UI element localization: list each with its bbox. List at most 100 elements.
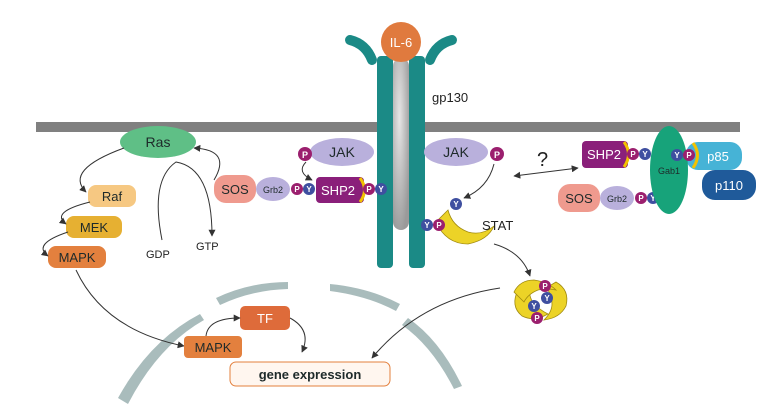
gene-expression-label: gene expression xyxy=(259,367,362,382)
gdp-label: GDP xyxy=(146,249,170,261)
tf-to-gene-expression-arrow xyxy=(289,317,308,353)
phospho-badge xyxy=(298,147,312,161)
gtp-label: GTP xyxy=(196,241,219,253)
gab1 xyxy=(650,126,688,214)
ras: Ras xyxy=(120,126,196,158)
svg-text:P: P xyxy=(494,150,500,160)
svg-text:SOS: SOS xyxy=(221,182,249,197)
shp2-left xyxy=(316,177,364,203)
svg-text:Y: Y xyxy=(674,151,680,160)
jak-right: JAK P xyxy=(424,138,504,166)
stat-monomer: Y P Y xyxy=(421,198,495,245)
svg-text:Y: Y xyxy=(650,194,656,203)
nuclear-envelope-segment xyxy=(118,314,204,404)
svg-text:Grb2: Grb2 xyxy=(607,194,627,204)
svg-text:SOS: SOS xyxy=(565,191,593,206)
svg-text:SHP2: SHP2 xyxy=(321,183,355,198)
svg-text:Y: Y xyxy=(531,302,537,311)
phospho-badge xyxy=(490,147,504,161)
mapk-nuclear-label: MAPK xyxy=(195,340,232,355)
gp130-receptor xyxy=(345,35,457,268)
svg-text:P: P xyxy=(638,194,644,203)
tf-label: TF xyxy=(257,311,273,326)
ras-label: Ras xyxy=(146,134,171,150)
svg-text:P: P xyxy=(630,150,636,159)
nuclear-envelope-segment xyxy=(330,284,400,311)
phospho-badge xyxy=(363,183,375,195)
svg-text:P: P xyxy=(366,185,372,194)
mek-label: MEK xyxy=(80,220,109,235)
svg-text:Y: Y xyxy=(378,185,384,194)
phospho-badge xyxy=(531,312,543,324)
sos-right xyxy=(558,184,600,212)
mapk-to-tf-arrow xyxy=(205,314,241,337)
jak-to-stat-arrow xyxy=(463,163,495,199)
svg-text:P: P xyxy=(302,150,308,160)
phospho-badge xyxy=(433,219,445,231)
tyrosine-badge xyxy=(303,183,315,195)
svg-text:Gab1: Gab1 xyxy=(658,166,680,176)
nuclear-envelope-segment xyxy=(402,318,462,389)
phospho-badge xyxy=(291,183,303,195)
svg-text:Grb2: Grb2 xyxy=(263,185,283,195)
mapk-left: MAPK xyxy=(48,246,106,268)
sos-to-ras-arrow xyxy=(193,144,221,181)
svg-text:SHP2: SHP2 xyxy=(587,147,621,162)
tyrosine-badge xyxy=(541,292,553,304)
svg-text:Y: Y xyxy=(306,185,312,194)
p110 xyxy=(702,170,756,200)
phospho-badge xyxy=(635,192,647,204)
mapk-nuclear-translocation-arrow xyxy=(75,269,185,349)
jak-left-label: JAK xyxy=(329,144,355,160)
tyrosine-badge xyxy=(421,219,433,231)
receptor-core xyxy=(393,58,409,230)
gtp-to-gdp-cycle xyxy=(157,161,216,241)
question-mark: ? xyxy=(537,149,548,171)
tyrosine-badge xyxy=(450,198,462,210)
phospho-badge xyxy=(683,149,695,161)
svg-text:p85: p85 xyxy=(707,149,729,164)
gab1-complex-right: p85 p110 SHP2 P Y SOS Grb2 P Y Gab1 Y P xyxy=(558,126,756,214)
svg-text:P: P xyxy=(686,151,692,160)
grb2-left xyxy=(256,177,290,201)
grb2-right xyxy=(600,186,634,210)
tyrosine-badge xyxy=(639,148,651,160)
svg-text:p110: p110 xyxy=(715,178,743,193)
il6-ligand: IL-6 xyxy=(381,22,421,62)
stat-to-gene-expression-arrow xyxy=(371,287,501,359)
mapk-left-label: MAPK xyxy=(59,250,96,265)
sos-grb2-shp2-complex-left: SOS Grb2 P Y SHP2 P Y xyxy=(214,175,387,203)
raf-label: Raf xyxy=(102,189,123,204)
svg-text:Y: Y xyxy=(544,294,550,303)
svg-text:Y: Y xyxy=(453,200,459,209)
shp2-right xyxy=(582,141,628,168)
tyrosine-badge xyxy=(671,149,683,161)
gp130-label: gp130 xyxy=(432,90,468,105)
gene-expression-box: gene expression xyxy=(229,361,391,387)
raf: Raf xyxy=(88,185,136,207)
svg-text:P: P xyxy=(542,282,548,291)
mapk-nuclear: MAPK xyxy=(184,336,242,358)
stat-dimer: P Y Y P xyxy=(513,279,568,324)
stat-label: STAT xyxy=(482,218,513,233)
svg-text:Y: Y xyxy=(642,150,648,159)
jak-left: JAK P xyxy=(298,138,374,166)
phospho-badge xyxy=(539,280,551,292)
stat-dimerization-arrow xyxy=(493,243,532,277)
transcription-factor: TF xyxy=(240,306,290,330)
tyrosine-badge xyxy=(528,300,540,312)
jak-to-shp2-arrow xyxy=(301,161,313,181)
raf-to-mek-arrow xyxy=(58,201,91,225)
il6-label: IL-6 xyxy=(390,35,412,50)
sos-left xyxy=(214,175,256,203)
svg-text:P: P xyxy=(294,185,300,194)
svg-text:Y: Y xyxy=(424,221,430,230)
mek-to-mapk-arrow xyxy=(40,231,69,257)
ras-to-raf-arrow xyxy=(79,147,125,193)
svg-text:P: P xyxy=(534,314,540,323)
mek: MEK xyxy=(66,216,122,238)
jak-right-label: JAK xyxy=(443,144,469,160)
p85 xyxy=(686,142,742,170)
